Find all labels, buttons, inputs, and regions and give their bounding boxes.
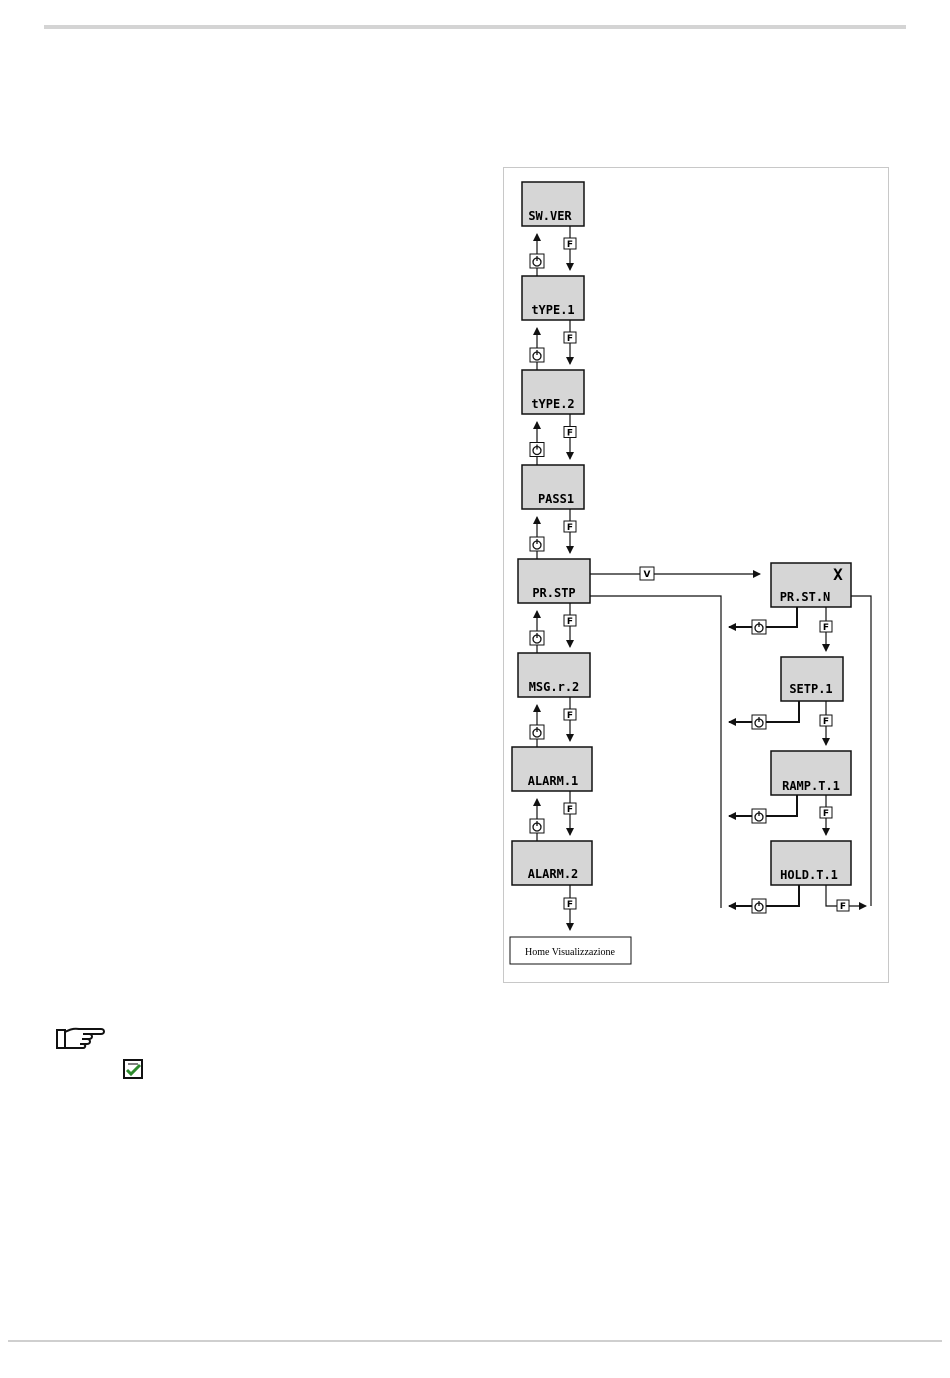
main-connector: F [530,697,576,747]
power-cycle-icon [530,631,544,645]
f-key-label: F [567,334,573,344]
menu-box-pr-stp: PR.STP [518,559,590,603]
bottom-rule [8,1340,942,1342]
sub-return [729,701,799,729]
menu-box-sw-ver: SW.VER [522,182,584,226]
f-key-label: F [840,902,846,912]
menu-label-alarm-2: ALARM.2 [528,867,579,881]
menu-box-alarm-1: ALARM.1 [512,747,592,791]
menu-label-type-1: tYPE.1 [531,303,574,317]
menu-box-ramp-t-1: RAMP.T.1 [771,751,851,795]
f-key-label: F [823,809,829,819]
menu-box-alarm-2: ALARM.2 [512,841,592,885]
menu-box-type-1: tYPE.1 [522,276,584,320]
f-key-label: F [567,240,573,250]
home-visualizzazione-box: Home Visualizzazione [510,937,631,964]
f-key: F [564,803,576,815]
menu-box-pass1: PASS1 [522,465,584,509]
f-key: F [564,709,576,721]
alarm2-to-home-connector: F [564,885,576,930]
menu-box-msg-r-2: MSG.r.2 [518,653,590,697]
menu-box-hold-t-1: HOLD.T.1 [771,841,851,885]
f-key: F [564,332,576,344]
menu-label-pr-stp: PR.STP [532,586,575,600]
main-connector: F [530,414,576,465]
v-key-label: V [644,570,651,580]
prstp-to-prstn-connector: V [590,567,760,580]
power-cycle-icon [530,819,544,833]
power-cycle-icon [530,443,544,457]
menu-label-setp-1: SETP.1 [789,682,832,696]
checkbox-check-icon [123,1059,145,1079]
power-cycle-icon [530,725,544,739]
sub-connector: F [820,795,832,835]
sub-column-connectors: F F F [820,607,832,835]
power-cycle-icon [752,809,766,823]
power-cycle-icon [752,899,766,913]
f-key-label: F [567,523,573,533]
main-connector: F [530,320,576,370]
pointing-hand-icon [55,1024,109,1052]
f-key: F [564,521,576,533]
f-key-label: F [567,900,573,910]
sub-return [729,607,797,634]
main-connector: F [530,791,576,841]
return-bus [590,596,721,908]
sub-return [729,795,797,823]
sub-badge-x: X [833,565,843,584]
home-visualizzazione-label: Home Visualizzazione [525,947,616,958]
power-cycle-icon [530,254,544,268]
menu-label-pr-st-n: PR.ST.N [780,590,831,604]
menu-box-setp-1: SETP.1 [781,657,843,701]
power-cycle-icon [752,715,766,729]
power-cycle-icon [752,620,766,634]
wrap-around-loop [851,596,871,906]
power-cycle-icon [530,537,544,551]
f-key-label: F [567,805,573,815]
menu-label-msg-r-2: MSG.r.2 [529,680,580,694]
f-key: F [564,615,576,627]
menu-box-type-2: tYPE.2 [522,370,584,414]
menu-label-hold-t-1: HOLD.T.1 [780,868,838,882]
f-key: F [564,238,576,250]
main-connector: F [530,226,576,276]
main-connector: F [530,603,576,653]
menu-label-type-2: tYPE.2 [531,397,574,411]
menu-label-ramp-t-1: RAMP.T.1 [782,779,840,793]
f-key-label: F [823,623,829,633]
menu-label-alarm-1: ALARM.1 [528,774,579,788]
sub-return [729,885,799,913]
menu-label-sw-ver: SW.VER [528,209,572,223]
main-connector: F [530,509,576,559]
power-cycle-icon [530,348,544,362]
f-key-label: F [823,717,829,727]
sub-connector: F [820,607,832,651]
f-key-label: F [567,429,573,439]
menu-label-pass1: PASS1 [538,492,574,506]
f-key-label: F [567,711,573,721]
f-key-label: F [567,617,573,627]
f-key: F [820,807,832,819]
f-key: F [564,427,576,439]
f-key: F [820,621,832,633]
f-key: F [820,715,832,727]
holdt1-wrap-connector: F [826,885,866,912]
menu-box-pr-st-n: X PR.ST.N [771,563,851,607]
sub-connector: F [820,701,832,745]
